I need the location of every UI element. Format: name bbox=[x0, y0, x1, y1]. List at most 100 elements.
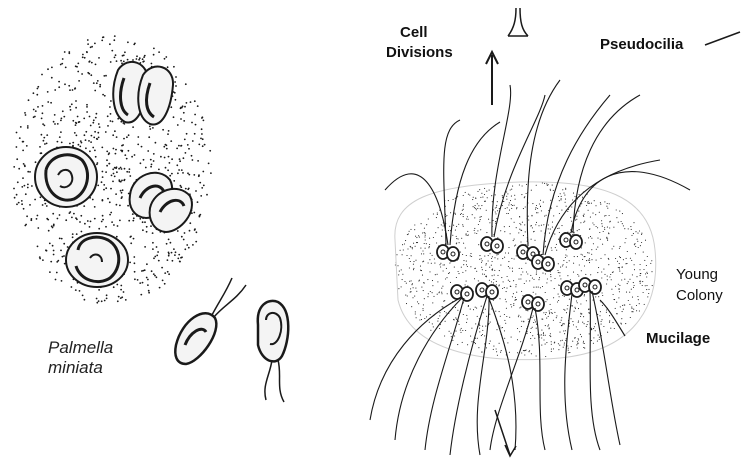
stipple-dot bbox=[587, 324, 588, 325]
stipple-dot bbox=[463, 204, 464, 205]
stipple-dot bbox=[109, 214, 111, 216]
stipple-dot bbox=[439, 328, 440, 329]
stipple-dot bbox=[620, 306, 621, 307]
stipple-dot bbox=[463, 195, 464, 196]
stipple-dot bbox=[116, 171, 118, 173]
stipple-dot bbox=[576, 344, 577, 345]
stipple-dot bbox=[407, 234, 408, 235]
stipple-dot bbox=[402, 274, 403, 275]
stipple-dot bbox=[110, 120, 112, 122]
stipple-dot bbox=[72, 145, 74, 147]
stipple-dot bbox=[486, 210, 487, 211]
stipple-dot bbox=[515, 286, 516, 287]
stipple-dot bbox=[504, 338, 505, 339]
stipple-dot bbox=[556, 250, 557, 251]
stipple-dot bbox=[20, 126, 22, 128]
stipple-dot bbox=[118, 168, 120, 170]
stipple-dot bbox=[132, 220, 134, 222]
stipple-dot bbox=[122, 144, 124, 146]
stipple-dot bbox=[88, 140, 90, 142]
stipple-dot bbox=[108, 163, 110, 165]
stipple-dot bbox=[191, 155, 193, 157]
stipple-dot bbox=[631, 260, 632, 261]
stipple-dot bbox=[515, 297, 516, 298]
stipple-dot bbox=[428, 262, 429, 263]
stipple-dot bbox=[485, 264, 486, 265]
stipple-dot bbox=[538, 287, 539, 288]
stipple-dot bbox=[618, 267, 619, 268]
stipple-dot bbox=[519, 307, 520, 308]
stipple-dot bbox=[101, 300, 103, 302]
stipple-dot bbox=[485, 326, 486, 327]
stipple-dot bbox=[450, 333, 451, 334]
pseudocilium bbox=[477, 296, 489, 455]
stipple-dot bbox=[121, 296, 123, 298]
pseudocilium bbox=[571, 172, 690, 233]
stipple-dot bbox=[546, 183, 547, 184]
stipple-dot bbox=[626, 292, 627, 293]
stipple-dot bbox=[475, 323, 476, 324]
stipple-dot bbox=[523, 350, 524, 351]
stipple-dot bbox=[585, 201, 586, 202]
stipple-dot bbox=[83, 205, 85, 207]
stipple-dot bbox=[112, 134, 114, 136]
stipple-dot bbox=[648, 289, 649, 290]
stipple-dot bbox=[628, 300, 629, 301]
stipple-dot bbox=[569, 260, 570, 261]
stipple-dot bbox=[16, 194, 18, 196]
stipple-dot bbox=[561, 210, 562, 211]
stipple-dot bbox=[535, 207, 536, 208]
stipple-dot bbox=[200, 195, 202, 197]
stipple-dot bbox=[127, 59, 129, 61]
stipple-dot bbox=[601, 324, 602, 325]
pseudocilium bbox=[370, 298, 460, 420]
colony-cell bbox=[570, 235, 582, 249]
stipple-dot bbox=[185, 83, 187, 85]
stipple-dot bbox=[591, 203, 592, 204]
stipple-dot bbox=[459, 324, 460, 325]
stipple-dot bbox=[615, 258, 616, 259]
stipple-dot bbox=[119, 205, 121, 207]
stipple-dot bbox=[635, 253, 636, 254]
stipple-dot bbox=[612, 248, 613, 249]
stipple-dot bbox=[430, 314, 431, 315]
stipple-dot bbox=[506, 191, 507, 192]
stipple-dot bbox=[541, 334, 542, 335]
stipple-dot bbox=[609, 315, 610, 316]
stipple-dot bbox=[37, 227, 39, 229]
stipple-dot bbox=[76, 135, 78, 137]
stipple-dot bbox=[473, 206, 474, 207]
stipple-dot bbox=[413, 261, 414, 262]
stipple-dot bbox=[65, 67, 67, 69]
stipple-dot bbox=[461, 213, 462, 214]
stipple-dot bbox=[524, 197, 525, 198]
stipple-dot bbox=[413, 243, 414, 244]
stipple-dot bbox=[22, 177, 24, 179]
stipple-dot bbox=[127, 150, 129, 152]
stipple-dot bbox=[130, 236, 132, 238]
stipple-dot bbox=[606, 206, 607, 207]
stipple-dot bbox=[618, 284, 619, 285]
stipple-dot bbox=[532, 203, 533, 204]
stipple-dot bbox=[572, 306, 573, 307]
stipple-dot bbox=[137, 136, 139, 138]
stipple-dot bbox=[646, 276, 647, 277]
stipple-dot bbox=[103, 184, 105, 186]
stipple-dot bbox=[559, 228, 560, 229]
stipple-dot bbox=[465, 284, 466, 285]
stipple-dot bbox=[122, 189, 124, 191]
stipple-dot bbox=[16, 158, 18, 160]
stipple-dot bbox=[452, 235, 453, 236]
stipple-dot bbox=[84, 223, 86, 225]
stipple-dot bbox=[558, 263, 559, 264]
stipple-dot bbox=[94, 90, 96, 92]
stipple-dot bbox=[500, 265, 501, 266]
stipple-dot bbox=[16, 146, 18, 148]
stipple-dot bbox=[81, 142, 83, 144]
stipple-dot bbox=[153, 48, 155, 50]
stipple-dot bbox=[578, 338, 579, 339]
stipple-dot bbox=[502, 258, 503, 259]
stipple-dot bbox=[442, 229, 443, 230]
stipple-dot bbox=[78, 80, 80, 82]
stipple-dot bbox=[601, 271, 602, 272]
